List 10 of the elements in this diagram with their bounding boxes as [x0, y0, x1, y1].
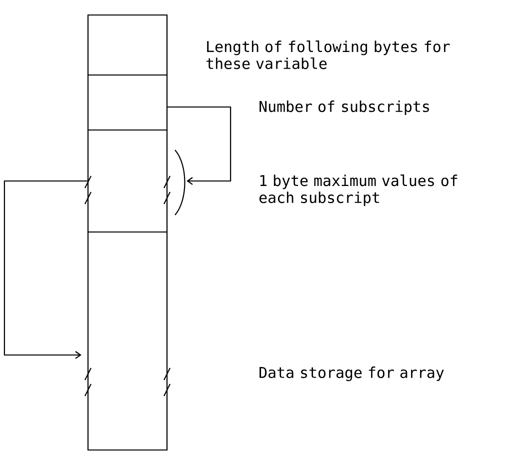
memory-box	[87, 74, 168, 131]
memory-box	[87, 129, 168, 233]
description-text: Data storage for array	[260, 366, 444, 382]
description-text: Number of subscripts	[260, 100, 429, 115]
arrow	[4, 180, 88, 359]
memory-box	[87, 231, 168, 451]
memory-box	[87, 14, 168, 76]
description-text: 1 byte maximum values of each subscript	[259, 174, 458, 206]
arrow	[168, 106, 232, 185]
description-text: Length of following bytes for these variable	[206, 40, 450, 70]
